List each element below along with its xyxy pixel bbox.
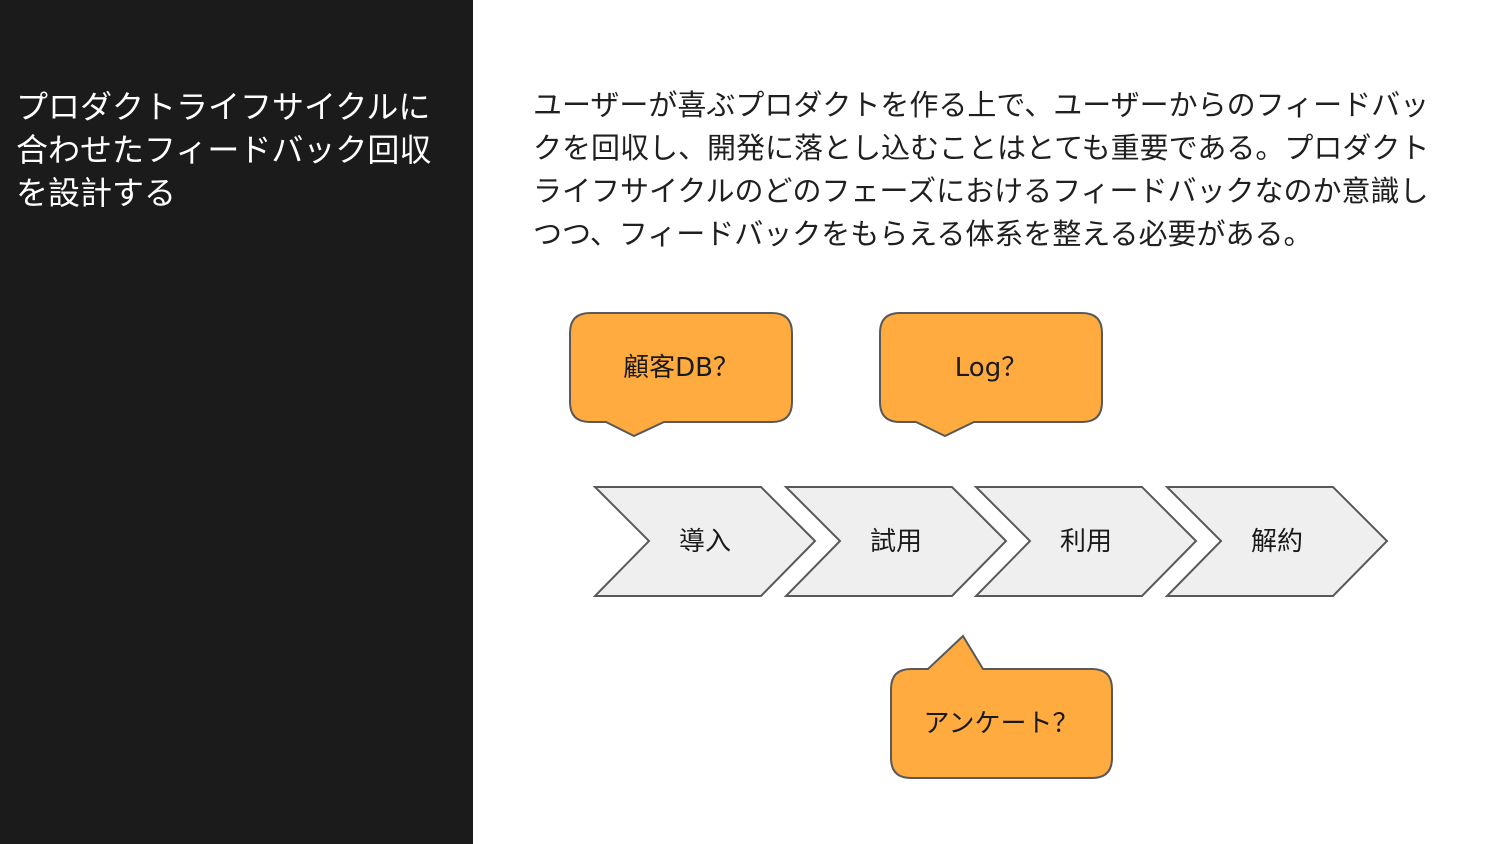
callout-log: Log？ <box>879 312 1103 438</box>
callout-survey: アンケート？ <box>890 634 1113 779</box>
callout-label: アンケート？ <box>924 709 1079 739</box>
left-panel: プロダクトライフサイクルに合わせたフィードバック回収を設計する <box>0 0 473 844</box>
callout-customer-db: 顧客DB？ <box>569 312 793 438</box>
stage-label: 解約 <box>1251 527 1303 557</box>
body-text: ユーザーが喜ぶプロダクトを作る上で、ユーザーからのフィードバックを回収し、開発に… <box>533 88 1430 251</box>
stage-label: 利用 <box>1060 527 1112 557</box>
stage-label: 導入 <box>679 527 731 557</box>
stage-chevron-cancel: 解約 <box>1164 486 1389 597</box>
stage-chevron-trial: 試用 <box>783 486 1008 597</box>
stage-label: 試用 <box>870 527 922 557</box>
slide-title: プロダクトライフサイクルに合わせたフィードバック回収を設計する <box>16 88 432 212</box>
callout-label: 顧客DB？ <box>623 353 739 383</box>
callout-label: Log？ <box>955 353 1027 383</box>
stage-chevron-use: 利用 <box>973 486 1198 597</box>
stage-chevron-intro: 導入 <box>592 486 817 597</box>
